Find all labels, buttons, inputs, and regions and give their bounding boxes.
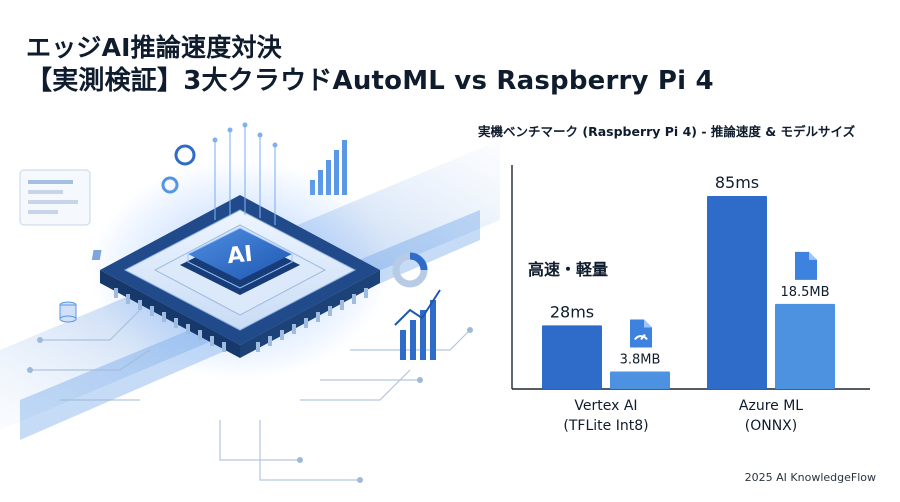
value-label-speed-0: 28ms [550, 302, 594, 321]
value-label-size-1: 18.5MB [780, 285, 829, 300]
category-label-0-line2: (TFLite Int8) [563, 418, 648, 434]
bar-speed-0 [542, 325, 602, 389]
speedometer-file-icon [630, 319, 652, 348]
value-label-speed-1: 85ms [715, 173, 759, 192]
page-title-line1: エッジAI推論速度対決 [26, 33, 282, 62]
category-label-1-line1: Azure ML [739, 398, 803, 414]
bar-size-1 [775, 303, 835, 389]
bar-speed-1 [707, 196, 767, 389]
file-icon [795, 251, 817, 280]
chip-label: AI [226, 242, 254, 269]
ai-chip-illustration: AI [0, 122, 500, 483]
page-title-line2: 【実測検証】3大クラウドAutoML vs Raspberry Pi 4 [26, 66, 714, 96]
category-label-0-line1: Vertex AI [574, 398, 637, 414]
bar-size-0 [610, 371, 670, 389]
chart-title: 実機ベンチマーク (Raspberry Pi 4) - 推論速度 & モデルサイ… [478, 124, 856, 139]
benchmark-chart: 実機ベンチマーク (Raspberry Pi 4) - 推論速度 & モデルサイ… [478, 124, 870, 434]
annotation-fast-light: 高速・軽量 [528, 260, 608, 279]
category-label-1-line2: (ONNX) [745, 418, 797, 434]
footer-credit: 2025 AI KnowledgeFlow [744, 471, 876, 484]
value-label-size-0: 3.8MB [620, 353, 661, 368]
